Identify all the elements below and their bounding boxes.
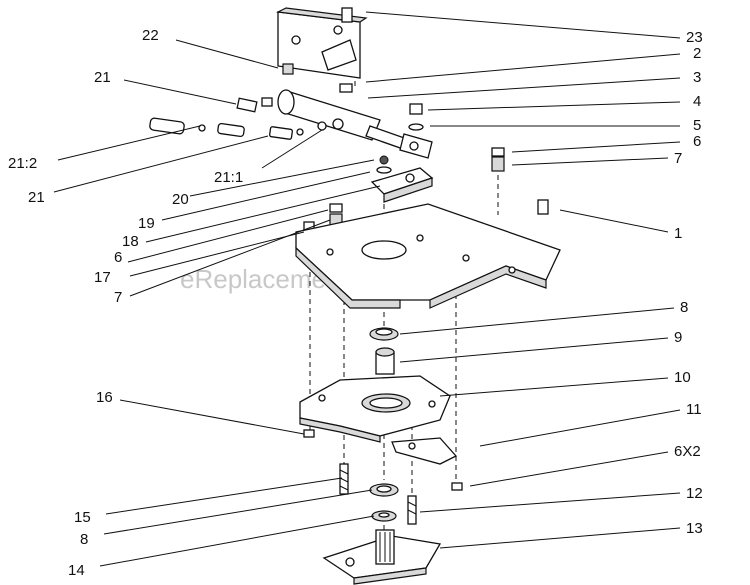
pivot-hardware xyxy=(408,103,505,172)
callout-21-2: 21:2 xyxy=(8,155,37,172)
bolt-4 xyxy=(409,103,423,115)
callout-8-bottom: 8 xyxy=(80,531,88,548)
callout-12: 12 xyxy=(686,485,703,502)
nut-6b xyxy=(329,203,343,213)
callout-17: 17 xyxy=(94,269,111,286)
leader-lines xyxy=(53,11,681,567)
bolt-12 xyxy=(407,495,417,525)
callout-13: 13 xyxy=(686,520,703,537)
callout-21-bottom: 21 xyxy=(28,189,45,206)
bolt-15 xyxy=(339,463,349,495)
bushing-22 xyxy=(282,63,294,75)
callout-10: 10 xyxy=(674,369,691,386)
callout-labels: 23 2 3 4 5 6 7 1 8 9 10 11 6X2 12 13 22 … xyxy=(8,27,703,579)
callout-7-left: 7 xyxy=(114,289,122,306)
nut-2 xyxy=(339,83,353,93)
bearing-8-lower-bore xyxy=(376,485,392,493)
callout-2: 2 xyxy=(693,45,701,62)
callout-1: 1 xyxy=(674,225,682,242)
callout-3: 3 xyxy=(693,69,701,86)
callout-7-top: 7 xyxy=(674,150,682,167)
callout-5: 5 xyxy=(693,117,701,134)
spacer-7 xyxy=(491,156,505,172)
washer-14-bore xyxy=(378,512,390,518)
callout-4: 4 xyxy=(693,93,701,110)
nut-6 xyxy=(491,147,505,157)
callout-15: 15 xyxy=(74,509,91,526)
bracket-11 xyxy=(391,437,458,465)
callout-6-top: 6 xyxy=(693,133,701,150)
callout-21-1: 21:1 xyxy=(214,169,243,186)
callout-20: 20 xyxy=(172,191,189,208)
spindle-base-13 xyxy=(322,529,442,585)
washer-5 xyxy=(408,123,424,131)
main-plate xyxy=(295,203,561,309)
callout-22: 22 xyxy=(142,27,159,44)
bearing-stack xyxy=(369,327,399,375)
lower-plate xyxy=(299,375,451,443)
port-fitting xyxy=(332,118,344,130)
nut-6x2 xyxy=(451,482,463,491)
mounting-bracket xyxy=(275,7,368,93)
pivot-clamp xyxy=(370,155,434,203)
callout-11: 11 xyxy=(686,401,702,418)
callout-18: 18 xyxy=(122,233,139,250)
callout-14: 14 xyxy=(68,562,85,579)
callout-6-left: 6 xyxy=(114,249,122,266)
nut-16 xyxy=(303,429,315,438)
hydraulic-cylinder xyxy=(277,89,433,159)
bolt-1 xyxy=(537,199,549,215)
callout-21-top: 21 xyxy=(94,69,111,86)
callout-8-top: 8 xyxy=(680,299,688,316)
callout-9: 9 xyxy=(674,329,682,346)
hose-fittings xyxy=(149,97,327,140)
bolt-23 xyxy=(341,7,353,23)
callout-16: 16 xyxy=(96,389,113,406)
callout-23: 23 xyxy=(686,29,703,46)
callout-19: 19 xyxy=(138,215,155,232)
callout-6x2: 6X2 xyxy=(674,443,701,460)
